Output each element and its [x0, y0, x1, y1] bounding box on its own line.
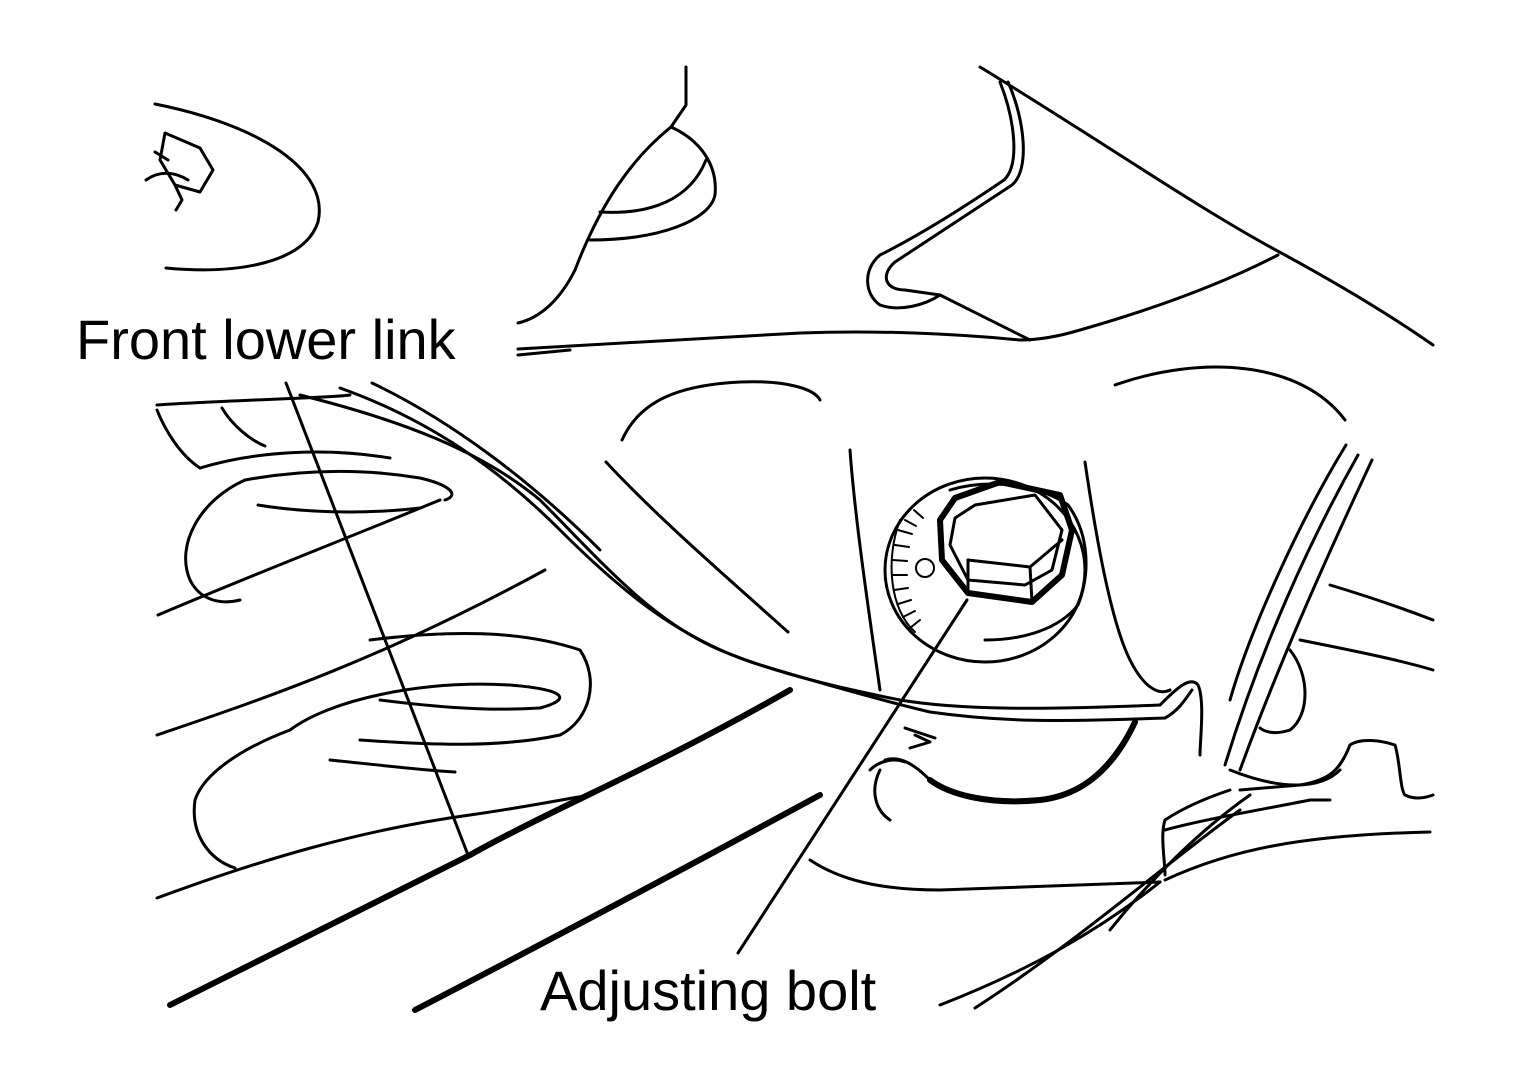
label-front-lower-link: Front lower link	[76, 308, 456, 371]
camber-washer	[883, 476, 1087, 664]
label-adjusting-bolt: Adjusting bolt	[540, 959, 877, 1022]
camber-bracket	[868, 718, 1137, 803]
knuckle-upper	[516, 65, 717, 325]
scale-ticks	[892, 509, 924, 629]
leader-line-adjusting-bolt	[736, 598, 969, 955]
top-left-cap	[144, 102, 321, 272]
leader-line-front-lower-link	[284, 381, 470, 857]
front-lower-link-arm	[298, 381, 1204, 757]
coil-spring	[155, 393, 592, 900]
scale-index-mark	[915, 558, 935, 578]
body-panel-right	[516, 65, 1435, 357]
link-heavy-outline	[167, 687, 1138, 1013]
adjusting-bolt	[883, 476, 1088, 664]
subframe-bracket	[604, 365, 1435, 1010]
